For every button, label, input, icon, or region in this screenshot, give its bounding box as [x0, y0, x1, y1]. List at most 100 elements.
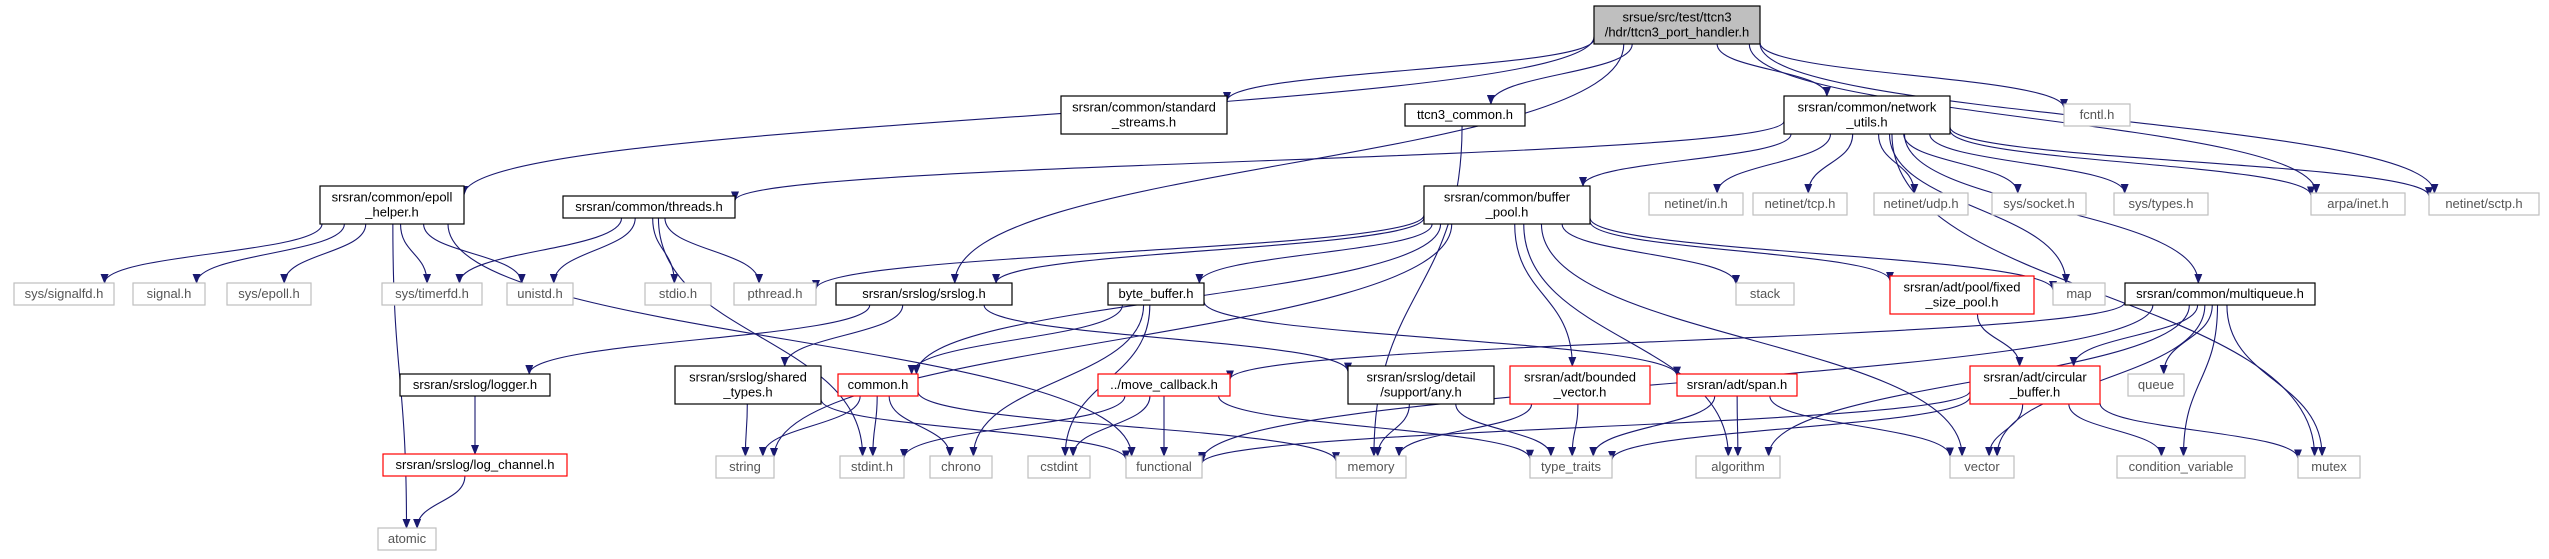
edge-bufferpool-to-bytebuffer	[1195, 223, 1433, 284]
node-netinet_udp: netinet/udp.h	[1873, 192, 1969, 216]
edge-epoll-to-signal	[192, 223, 345, 284]
node-label-typetraits: type_traits	[1541, 459, 1601, 474]
node-bufferpool[interactable]: srsran/common/buffer_pool.h	[1423, 185, 1591, 225]
node-box-string	[715, 455, 775, 479]
node-boundedvec[interactable]: srsran/adt/bounded_vector.h	[1509, 365, 1651, 405]
node-box-memory	[1335, 455, 1407, 479]
node-label-root-line-2: /hdr/ttcn3_port_handler.h	[1605, 25, 1750, 40]
node-netinet_in: netinet/in.h	[1648, 192, 1744, 216]
edge-movecb-to-cstdint	[1069, 395, 1151, 457]
node-box-sys_timerfd	[381, 282, 483, 306]
node-label-signal: signal.h	[147, 286, 192, 301]
node-netutils[interactable]: srsran/common/network_utils.h	[1783, 95, 1951, 135]
node-fixedpool[interactable]: srsran/adt/pool/fixed_size_pool.h	[1889, 275, 2035, 315]
node-box-netinet_udp	[1873, 192, 1969, 216]
node-movecb[interactable]: ../move_callback.h	[1097, 373, 1231, 397]
edge-netutils-to-netinet_udp	[1877, 133, 1919, 194]
edge-boundedvec-to-typetraits	[1568, 403, 1579, 457]
node-stdstreams[interactable]: srsran/common/standard_streams.h	[1060, 95, 1228, 135]
node-box-atomic	[377, 527, 437, 551]
node-label-boundedvec-line-2: _vector.h	[1553, 385, 1607, 400]
node-ttcn3common[interactable]: ttcn3_common.h	[1404, 103, 1526, 127]
node-srslog[interactable]: srsran/srslog/srslog.h	[835, 282, 1013, 306]
node-label-atomic: atomic	[388, 531, 427, 546]
node-label-netinet_sctp: netinet/sctp.h	[2445, 196, 2522, 211]
node-multiqueue[interactable]: srsran/common/multiqueue.h	[2124, 282, 2316, 306]
node-logger[interactable]: srsran/srslog/logger.h	[399, 373, 551, 397]
node-circbuf[interactable]: srsran/adt/circular_buffer.h	[1969, 365, 2101, 405]
edge-root-to-stdstreams	[1223, 38, 1595, 102]
node-map: map	[2052, 282, 2106, 306]
node-label-sys_types: sys/types.h	[2128, 196, 2193, 211]
node-threads[interactable]: srsran/common/threads.h	[562, 195, 736, 219]
node-box-ttcn3common	[1404, 103, 1526, 127]
node-queue: queue	[2127, 373, 2185, 397]
edge-netutils-to-sys_socket	[1903, 133, 2022, 194]
edge-netutils-to-netinet_in	[1713, 133, 1832, 194]
node-box-functional	[1125, 455, 1203, 479]
node-box-epoll	[319, 185, 465, 225]
edge-commonh-to-memory	[917, 391, 1340, 463]
edge-anyh-to-memory	[1373, 403, 1410, 457]
node-epoll[interactable]: srsran/common/epoll_helper.h	[319, 185, 465, 225]
node-stack: stack	[1735, 282, 1795, 306]
node-bytebuffer[interactable]: byte_buffer.h	[1107, 282, 1205, 306]
node-label-stdint: stdint.h	[851, 459, 893, 474]
node-label-netutils-line-1: srsran/common/network	[1798, 100, 1937, 115]
node-typetraits: type_traits	[1529, 455, 1613, 479]
edge-epoll-to-unistd	[423, 223, 526, 284]
node-label-anyh-line-1: srsran/srslog/detail	[1366, 370, 1475, 385]
edge-circbuf-to-mutex	[2099, 402, 2302, 460]
node-label-functional: functional	[1136, 459, 1192, 474]
node-cstdint: cstdint	[1027, 455, 1091, 479]
node-box-chrono	[929, 455, 993, 479]
edge-multiqueue-to-mutex	[2226, 304, 2327, 457]
node-label-netinet_in: netinet/in.h	[1664, 196, 1728, 211]
edge-srslog-to-anyh	[983, 304, 1352, 373]
node-commonh[interactable]: common.h	[837, 373, 919, 397]
edge-bufferpool-to-algorithm	[1523, 223, 1733, 457]
node-box-stdint	[839, 455, 905, 479]
node-anyh[interactable]: srsran/srslog/detail/support/any.h	[1347, 365, 1495, 405]
edge-netutils-to-threads	[731, 120, 1785, 202]
node-string: string	[715, 455, 775, 479]
node-pthread: pthread.h	[733, 282, 817, 306]
node-box-unistd	[506, 282, 574, 306]
node-box-bytebuffer	[1107, 282, 1205, 306]
node-label-multiqueue: srsran/common/multiqueue.h	[2136, 286, 2304, 301]
edge-netutils-to-bufferpool	[1579, 133, 1792, 187]
node-label-stack: stack	[1750, 286, 1781, 301]
node-label-stdio: stdio.h	[659, 286, 697, 301]
node-span[interactable]: srsran/adt/span.h	[1676, 373, 1798, 397]
edge-bufferpool-to-boundedvec	[1514, 223, 1577, 367]
node-fcntl: fcntl.h	[2063, 103, 2131, 127]
node-box-span	[1676, 373, 1798, 397]
node-box-typetraits	[1529, 455, 1613, 479]
edge-netutils-to-arpa_inet	[1949, 129, 2315, 197]
node-sharedtypes[interactable]: srsran/srslog/shared_types.h	[674, 365, 822, 405]
edge-span-to-algorithm	[1733, 395, 1742, 457]
edge-movecb-to-stdint	[900, 395, 1126, 460]
edge-logchannel-to-atomic	[413, 475, 466, 529]
node-label-memory: memory	[1348, 459, 1395, 474]
node-box-sharedtypes	[674, 365, 822, 405]
node-label-netutils-line-2: _utils.h	[1845, 115, 1887, 130]
node-logchannel[interactable]: srsran/srslog/log_channel.h	[382, 453, 568, 477]
node-label-bytebuffer: byte_buffer.h	[1119, 286, 1194, 301]
node-label-movecb: ../move_callback.h	[1110, 377, 1218, 392]
node-label-fcntl: fcntl.h	[2080, 107, 2115, 122]
node-sys_timerfd: sys/timerfd.h	[381, 282, 483, 306]
edge-epoll-to-sys_timerfd	[399, 223, 432, 284]
edge-epoll-to-sys_signalfd	[100, 223, 323, 284]
node-label-fixedpool-line-2: _size_pool.h	[1925, 295, 1999, 310]
node-box-cstdint	[1027, 455, 1091, 479]
node-label-condvar: condition_variable	[2129, 459, 2234, 474]
node-box-sys_signalfd	[13, 282, 115, 306]
edge-threads-to-stdio	[652, 217, 679, 284]
node-label-stdstreams-line-2: _streams.h	[1111, 115, 1176, 130]
node-label-threads: srsran/common/threads.h	[575, 199, 722, 214]
node-label-algorithm: algorithm	[1711, 459, 1764, 474]
node-box-netinet_sctp	[2428, 192, 2540, 216]
edge-threads-to-unistd	[549, 217, 636, 284]
